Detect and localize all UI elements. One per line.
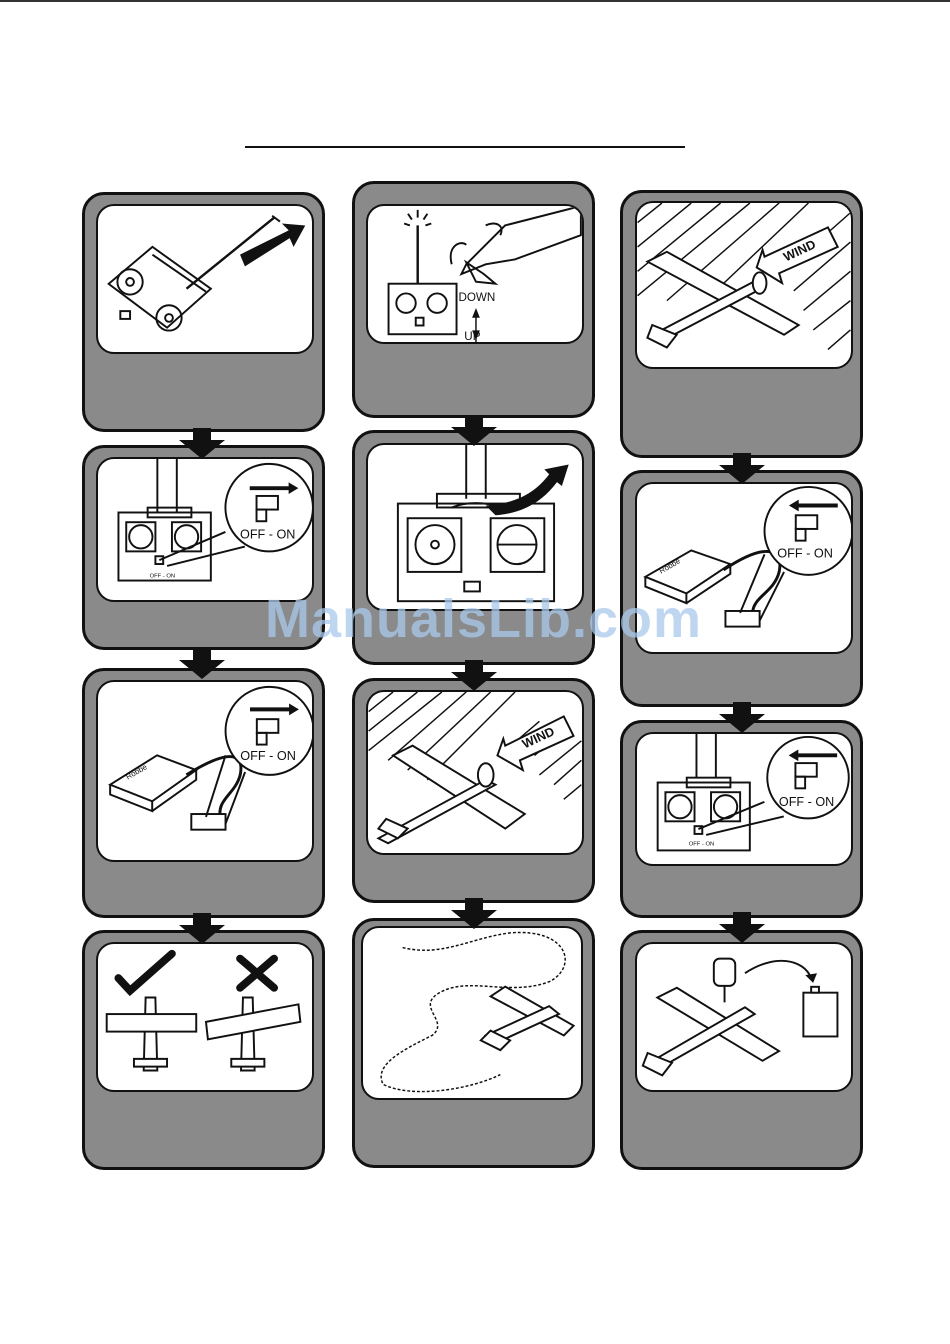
down-arrow-icon xyxy=(717,912,767,944)
throttle-stick-figure xyxy=(368,445,582,609)
switch-label: OFF - ON xyxy=(240,748,296,763)
switch-label: OFF - ON xyxy=(240,528,295,542)
down-arrow-icon xyxy=(449,415,499,447)
watermark: ManualsLib.com xyxy=(265,588,702,650)
down-arrow-icon xyxy=(177,913,227,945)
down-arrow-icon xyxy=(177,648,227,680)
down-arrow-icon xyxy=(449,660,499,692)
illustration-transmitter-off: OFF - ON OFF - ON xyxy=(635,732,853,866)
transmitter-off-figure: OFF - ON OFF - ON xyxy=(637,734,851,864)
top-rule xyxy=(0,0,950,2)
checkmark-icon xyxy=(118,954,172,991)
receiver-switch-figure: OFF - ON Robbe xyxy=(98,682,312,860)
down-arrow-icon xyxy=(717,702,767,734)
switch-label: OFF - ON xyxy=(779,795,834,809)
step-card-receiver-on: OFF - ON Robbe xyxy=(82,668,325,918)
wind-airplane-figure: WIND xyxy=(368,692,582,853)
battery-removal-figure xyxy=(637,944,851,1090)
cross-icon xyxy=(240,959,274,988)
step-card-wing-alignment xyxy=(82,930,325,1170)
switch-label-small: OFF - ON xyxy=(150,574,176,580)
illustration-throttle xyxy=(366,443,584,611)
illustration-control-check: DOWN UP xyxy=(366,204,584,344)
flight-path-figure xyxy=(363,928,581,1098)
switch-label-small: OFF - ON xyxy=(689,842,715,848)
curved-arrow-icon xyxy=(805,973,817,983)
arrow-up-icon xyxy=(472,308,480,318)
title-underline xyxy=(245,146,685,148)
switch-label: OFF - ON xyxy=(777,546,833,560)
illustration-wing-alignment xyxy=(96,942,314,1092)
arrow-up-right-icon xyxy=(240,224,305,267)
wing-check-figure xyxy=(98,944,312,1090)
illustration-takeoff-wind: WIND xyxy=(366,690,584,855)
step-card-landing-wind: WIND xyxy=(620,190,863,458)
down-arrow-icon xyxy=(177,428,227,460)
step-card-flight-pattern xyxy=(352,918,595,1168)
illustration-transmitter-on: OFF - ON OFF - ON xyxy=(96,457,314,602)
step-card-transmitter-off: OFF - ON OFF - ON xyxy=(620,720,863,918)
wind-arrow-icon: WIND xyxy=(757,227,838,283)
illustration-landing-wind: WIND xyxy=(635,201,853,369)
step-card-remove-battery xyxy=(620,930,863,1170)
elevator-check-figure: DOWN UP xyxy=(368,206,582,342)
down-arrow-icon xyxy=(449,898,499,930)
airplane-correct xyxy=(107,998,197,1071)
illustration-remove-battery xyxy=(635,942,853,1092)
down-arrow-icon xyxy=(717,453,767,485)
transmitter-antenna-figure xyxy=(98,206,312,352)
step-card-control-check: DOWN UP xyxy=(352,181,595,418)
landing-wind-figure: WIND xyxy=(637,203,851,367)
step-card-extend-antenna xyxy=(82,192,325,432)
illustration-flight-pattern xyxy=(361,926,583,1100)
illustration-extend-antenna xyxy=(96,204,314,354)
transmitter-switch-figure: OFF - ON OFF - ON xyxy=(98,459,312,600)
up-label: UP xyxy=(464,330,480,342)
down-label: DOWN xyxy=(458,291,495,304)
illustration-receiver-on: OFF - ON Robbe xyxy=(96,680,314,862)
airplane-incorrect xyxy=(206,998,300,1071)
step-card-takeoff-wind: WIND xyxy=(352,678,595,903)
